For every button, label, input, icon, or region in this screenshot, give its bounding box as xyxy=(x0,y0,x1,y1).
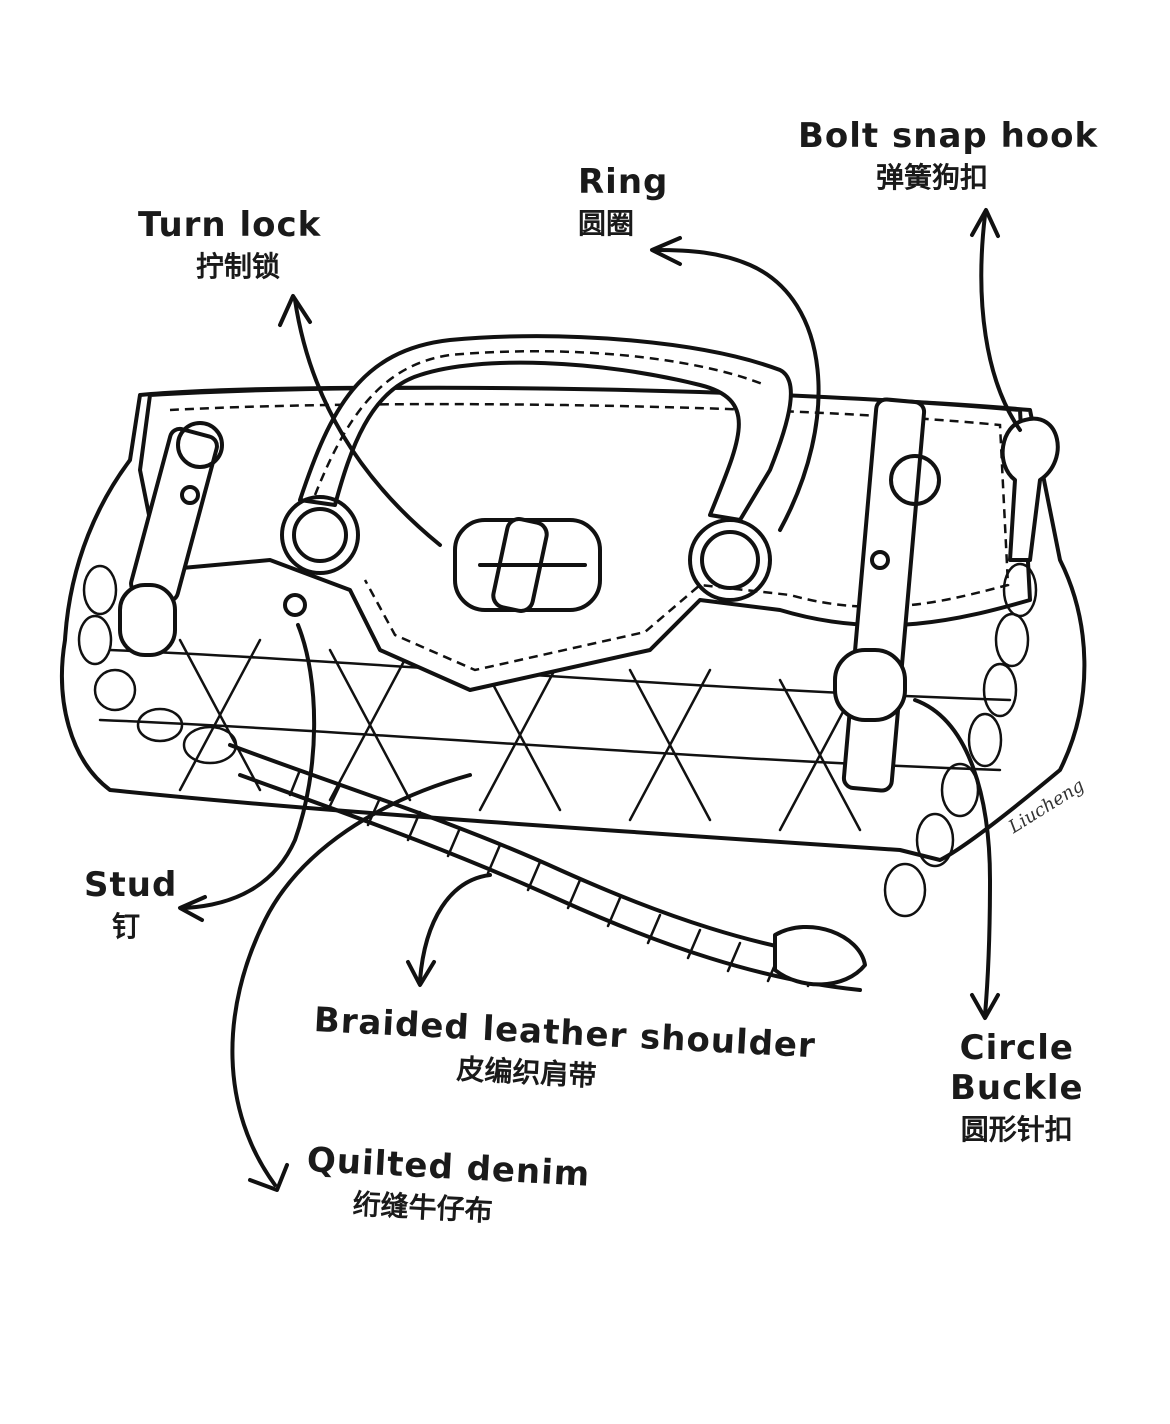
label-circle-buckle-zh: 圆形针扣 xyxy=(960,1113,1073,1146)
arrow-braided-strap xyxy=(406,873,492,987)
label-bolt-snap-hook-zh: 弹簧狗扣 xyxy=(876,161,989,194)
bolt-snap-hook xyxy=(1000,416,1060,562)
label-stud: Stud 钉 xyxy=(84,865,177,945)
label-ring: Ring 圆圈 xyxy=(578,162,668,242)
braided-strap xyxy=(228,743,862,992)
arrow-stud xyxy=(178,623,317,922)
label-bolt-snap-hook-en: Bolt snap hook xyxy=(798,116,1099,156)
circle-buckle-left xyxy=(118,583,177,657)
label-ring-zh: 圆圈 xyxy=(578,207,635,240)
stud-1 xyxy=(283,593,307,617)
arrow-turn-lock xyxy=(278,294,442,547)
chain-left xyxy=(77,564,238,765)
label-circle-buckle-en1: Circle xyxy=(959,1028,1074,1068)
strap-end-tab xyxy=(773,925,867,987)
circle-buckle xyxy=(833,648,907,722)
ring-upper-left xyxy=(176,421,224,469)
label-stud-en: Stud xyxy=(84,865,178,905)
arrow-ring xyxy=(650,236,821,532)
label-circle-buckle-en2: Buckle xyxy=(950,1068,1084,1108)
arrow-circle-buckle xyxy=(913,698,1000,1020)
stud-2 xyxy=(870,550,890,570)
arrow-bolt-snap-hook xyxy=(970,208,1022,432)
label-circle-buckle: Circle Buckle 圆形针扣 xyxy=(950,1028,1084,1148)
label-bolt-snap-hook: Bolt snap hook 弹簧狗扣 xyxy=(798,116,1098,196)
label-turn-lock-zh: 拧制锁 xyxy=(196,250,281,283)
label-stud-zh: 钉 xyxy=(112,910,141,943)
ring-upper-right xyxy=(889,454,941,506)
label-turn-lock-en: Turn lock xyxy=(138,205,322,245)
ring-right xyxy=(688,518,772,602)
label-turn-lock: Turn lock 拧制锁 xyxy=(138,205,321,285)
label-ring-en: Ring xyxy=(578,162,669,202)
ring-left xyxy=(280,495,360,575)
arrow-quilted-denim xyxy=(230,773,472,1192)
label-quilted-denim: Quilted denim 绗缝牛仔布 xyxy=(304,1140,591,1235)
stud-3 xyxy=(180,485,200,505)
